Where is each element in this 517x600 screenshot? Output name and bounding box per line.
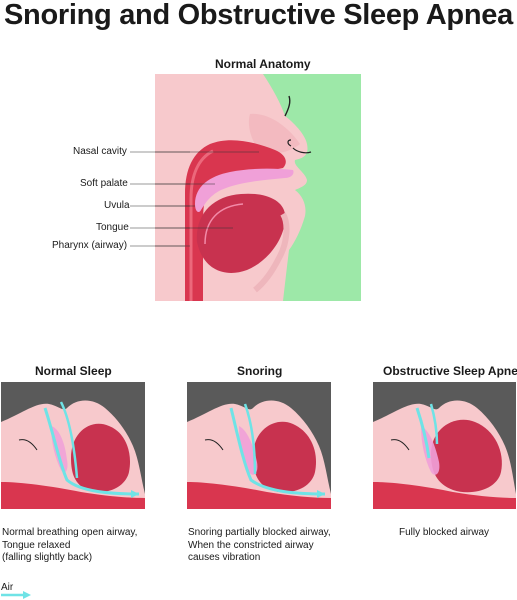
brow-line xyxy=(284,95,291,117)
jaw xyxy=(253,212,290,293)
air-flow-2 xyxy=(429,403,439,445)
tongue xyxy=(253,421,317,493)
nostril-curl xyxy=(287,139,292,147)
airway xyxy=(373,482,516,509)
panel-snoring-heading: Snoring xyxy=(237,364,283,378)
caption-normal: Normal breathing open airway, Tongue rel… xyxy=(2,527,138,563)
nostril-line xyxy=(292,147,312,154)
panel-normal-heading: Normal Sleep xyxy=(35,364,112,378)
caption-snoring: Snoring partially blocked airway, When t… xyxy=(188,527,331,563)
tongue xyxy=(71,423,131,493)
face-line xyxy=(18,439,38,451)
tongue xyxy=(196,193,286,273)
legend-air-label: Air xyxy=(1,582,14,593)
airway xyxy=(187,482,331,509)
airway xyxy=(1,482,145,509)
air-flow-2 xyxy=(59,401,79,479)
panel-apnea-heading: Obstructive Sleep Apnea xyxy=(383,364,517,378)
caption-apnea: Fully blocked airway xyxy=(399,527,490,538)
label-soft-palate: Soft palate xyxy=(80,178,128,189)
label-nasal-cavity: Nasal cavity xyxy=(73,146,127,157)
air-flow xyxy=(229,407,326,496)
soft-palate xyxy=(195,168,294,212)
tongue xyxy=(431,419,502,493)
face-line xyxy=(390,439,410,451)
panel-apnea xyxy=(373,382,516,509)
nose-shading xyxy=(248,113,300,154)
page-title: Snoring and Obstructive Sleep Apnea xyxy=(4,0,513,31)
normal-anatomy-diagram xyxy=(155,74,361,301)
label-tongue: Tongue xyxy=(96,222,129,233)
label-uvula: Uvula xyxy=(104,200,130,211)
legend-air-arrow-icon xyxy=(1,591,31,599)
tongue-outline xyxy=(204,203,244,245)
panel-snoring xyxy=(187,382,331,509)
main-diagram-heading: Normal Anatomy xyxy=(215,57,311,71)
air-flow-2 xyxy=(243,403,257,475)
face-line xyxy=(204,439,224,451)
air-flow xyxy=(415,407,431,459)
label-pharynx: Pharynx (airway) xyxy=(52,240,128,251)
soft-palate xyxy=(239,426,258,475)
leader-lines xyxy=(130,151,190,247)
air-flow xyxy=(43,407,140,496)
airway-highlight xyxy=(189,149,214,301)
panel-normal-sleep xyxy=(1,382,145,509)
